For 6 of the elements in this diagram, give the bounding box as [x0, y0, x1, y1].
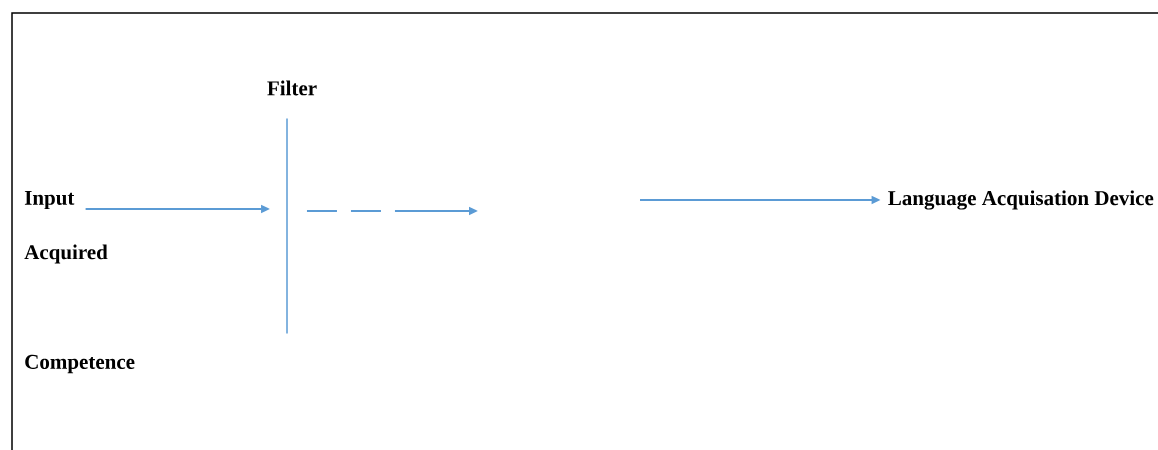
node-label: Input	[24, 190, 75, 210]
node-label: Language Acquisation Device	[888, 190, 1154, 210]
node-label: Competence	[25, 354, 135, 374]
filter-line	[286, 118, 288, 334]
node-label: Acquired	[24, 244, 108, 264]
node-label: Filter	[267, 80, 317, 96]
